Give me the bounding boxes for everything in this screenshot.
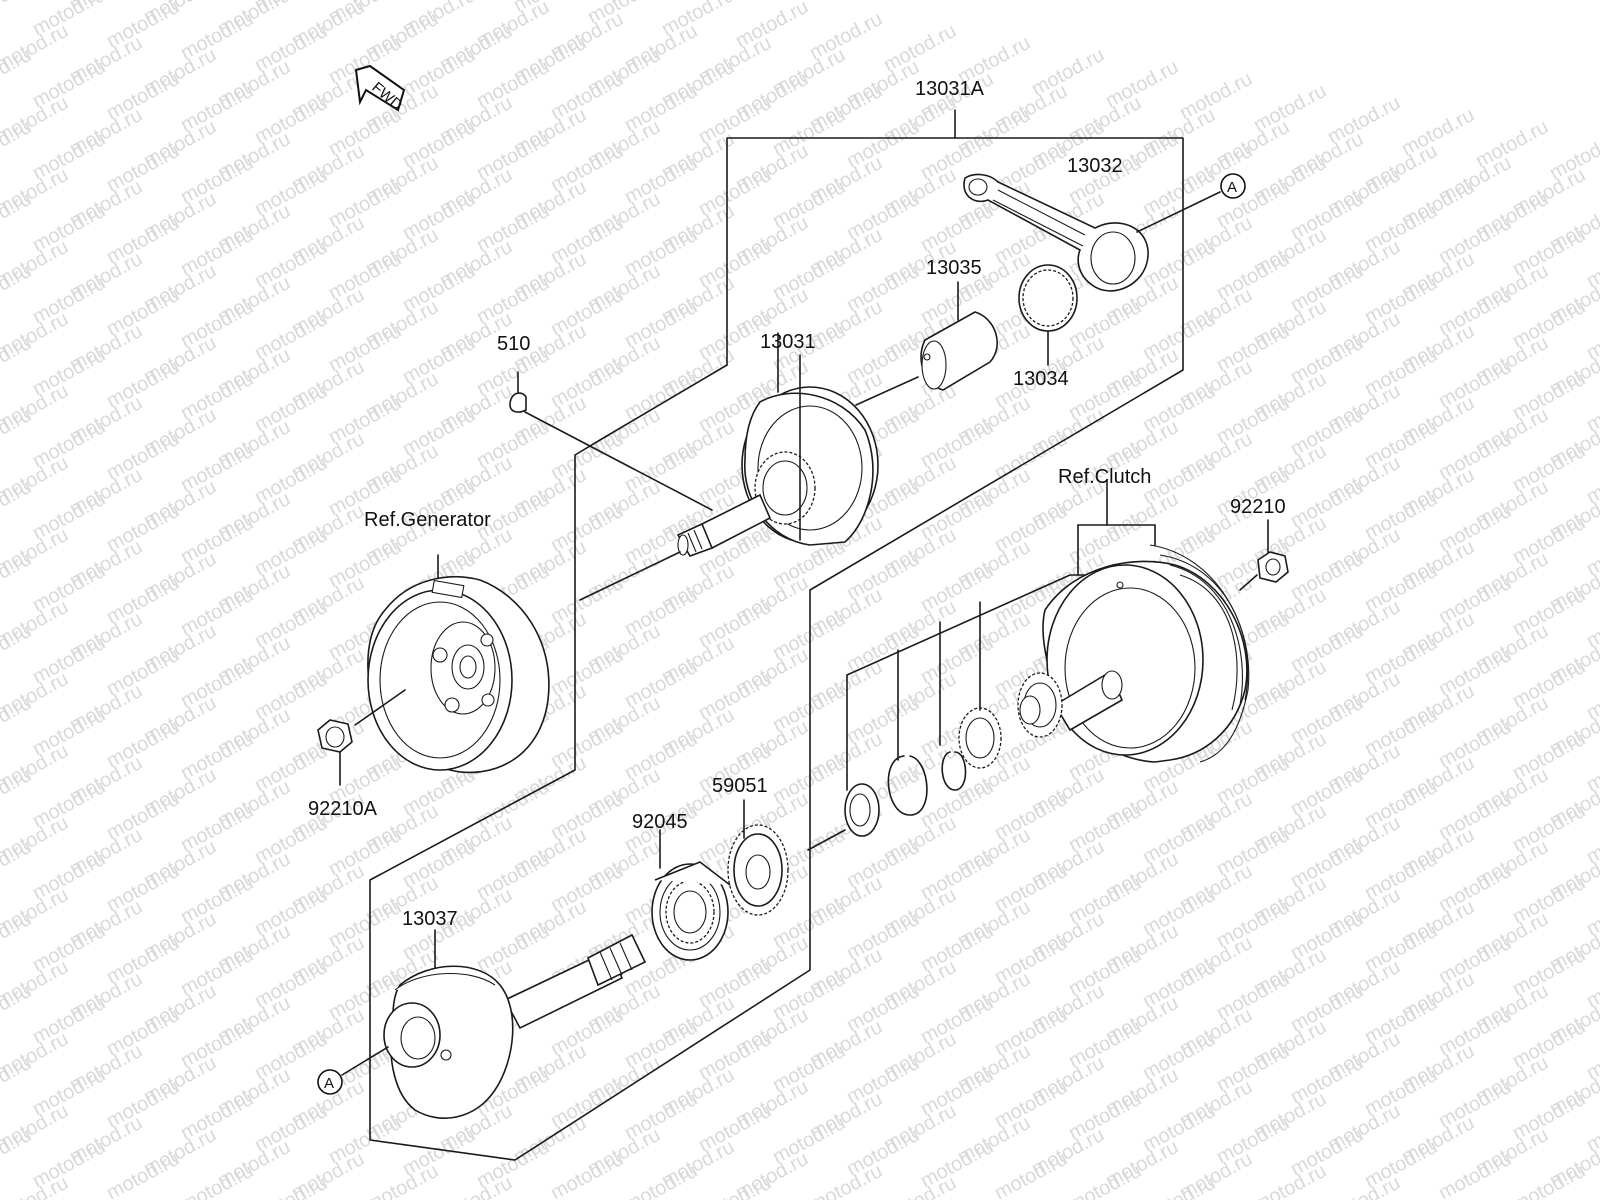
label-92045: 92045 [632, 811, 688, 833]
watermark-text: motod.ru [547, 1148, 627, 1200]
needle-bearing [1018, 264, 1078, 366]
clutch-assembly [1017, 544, 1250, 763]
label-13032: 13032 [1067, 155, 1123, 177]
generator-nut [317, 719, 353, 786]
woodruff-key [509, 371, 713, 511]
watermark-text: motod.ru [1435, 1148, 1515, 1200]
label-13037: 13037 [402, 908, 458, 930]
watermark-text: motod.ru [103, 1148, 183, 1200]
generator-rotor [354, 554, 550, 774]
label-510: 510 [497, 333, 530, 355]
connecting-rod [963, 173, 1221, 292]
crank-pin [855, 281, 999, 406]
label-92210: 92210 [1230, 496, 1286, 518]
ref-a-bottom: A [317, 1069, 343, 1095]
ref-a-top: A [1220, 173, 1246, 199]
primary-gear [727, 799, 789, 916]
label-92210A: 92210A [308, 798, 378, 820]
ref-a-bottom-label: A [324, 1075, 334, 1092]
clutch-stack [807, 601, 1002, 851]
callout-labels: 13031A 13032 13035 13034 13031 510 Ref.G… [308, 78, 1286, 930]
label-13034: 13034 [1013, 368, 1069, 390]
crankshaft-left [579, 332, 879, 601]
label-ref-clutch: Ref.Clutch [1058, 466, 1151, 488]
label-59051: 59051 [712, 775, 768, 797]
ball-bearing [651, 829, 731, 961]
label-13035: 13035 [926, 257, 982, 279]
crankshaft-right [341, 929, 647, 1119]
clutch-nut [1239, 519, 1289, 591]
watermark-text: motod.ru [177, 1160, 257, 1200]
watermark-text: motod.ru [991, 1148, 1071, 1200]
watermark-text: motod.ru [621, 1160, 701, 1200]
label-13031: 13031 [760, 331, 816, 353]
ref-a-top-label: A [1227, 179, 1237, 196]
watermark-text: motod.ru [1065, 1160, 1145, 1200]
label-ref-generator: Ref.Generator [364, 509, 491, 531]
label-13031A: 13031A [915, 78, 985, 100]
watermark-text: motod.ru [1509, 1160, 1589, 1200]
